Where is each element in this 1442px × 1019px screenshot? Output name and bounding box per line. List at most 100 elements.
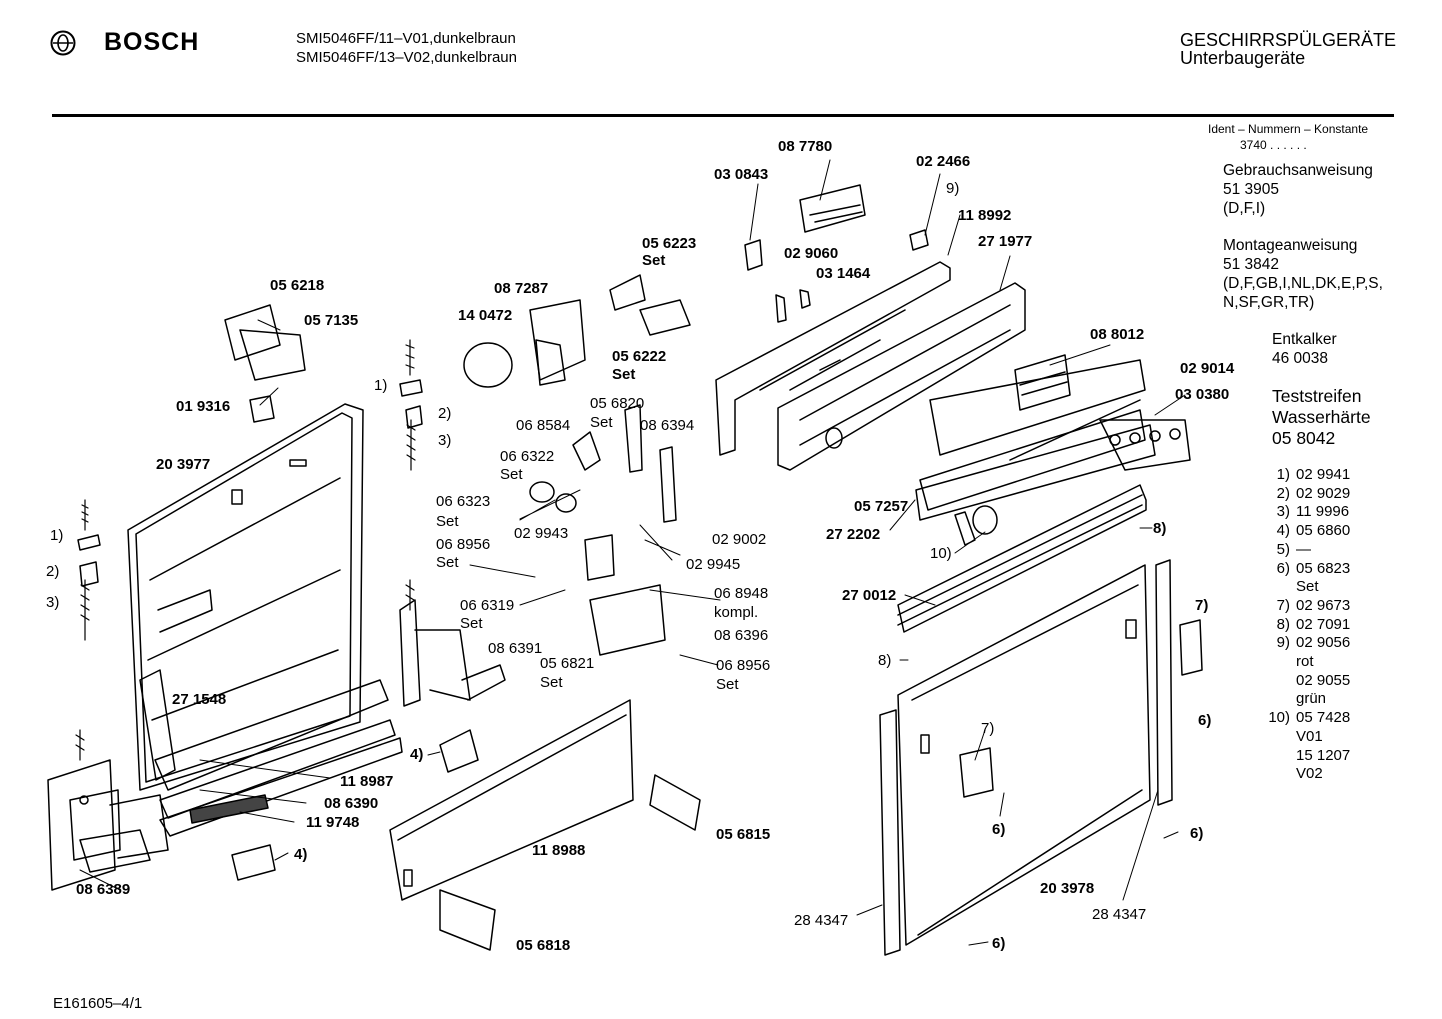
part-number-label: 27 0012 [842, 587, 897, 604]
part-number-label: 8) [878, 652, 892, 669]
legend-key: 3) [1276, 503, 1290, 521]
part-number-label: 08 6391 [488, 640, 543, 657]
part-number-label: 05 6821 [540, 655, 595, 672]
lever-05-6820 [624, 404, 643, 473]
part-number-label: 10) [930, 545, 952, 562]
part-number-label: 03 0843 [714, 166, 769, 183]
part-number-label: Set [716, 676, 739, 693]
part-number-label: kompl. [714, 604, 759, 621]
part-number-label: 20 3978 [1040, 880, 1095, 897]
legend-row: 10)05 7428 [1262, 709, 1350, 728]
control-panel-frame [715, 261, 951, 456]
legend-value: 02 9055 [1296, 671, 1351, 689]
legend-row: 6)05 6823 [1262, 559, 1351, 579]
foam-strip [189, 794, 269, 824]
part-number-label: 6) [1190, 825, 1204, 842]
legend-key: 8) [1276, 615, 1290, 633]
part-number-label: 02 9060 [784, 245, 839, 262]
part-number-label: 05 6218 [270, 277, 325, 294]
legend-value: 05 6823 [1296, 559, 1351, 577]
hinge-rail-left [439, 889, 496, 951]
legend-row: 4)05 6860 [1262, 522, 1351, 541]
part-number-label: 06 8956 [436, 536, 491, 553]
part-number-label: 3) [438, 432, 452, 449]
legend-row: 7)02 9673 [1262, 596, 1351, 616]
legend-key: 10) [1268, 709, 1290, 727]
legend-row: 2)02 9029 [1262, 484, 1351, 504]
legend-row: Set [1262, 578, 1319, 597]
dispenser-motor [463, 299, 586, 388]
part-number-label: 11 8987 [340, 773, 394, 790]
brand-name: BOSCH [104, 28, 200, 56]
part-number-label: 4) [294, 846, 308, 863]
legend-row: 15 1207 [1262, 747, 1350, 766]
part-number-label: 06 8956 [716, 657, 771, 674]
part-number-label: 08 7780 [778, 138, 833, 155]
legend-row: 3) 11 9996 [1262, 503, 1349, 522]
legend-value: — [1296, 540, 1311, 558]
part-number-label: 05 6222 [612, 348, 667, 365]
part-number-label: Set [590, 414, 613, 431]
legend-row: 1) 02 9941 [1262, 466, 1351, 485]
outer-door-panel [897, 564, 1151, 946]
part-number-label: 05 7257 [854, 498, 909, 515]
legend-value: 11 9996 [1296, 503, 1350, 521]
legend-value: 02 9941 [1296, 466, 1351, 483]
part-number-label: 1) [50, 527, 64, 544]
install-languages-1: (D,F,GB,I,NL,DK,E,P,S, [1223, 275, 1383, 292]
hinge-7b [959, 747, 994, 798]
part-number-label: 27 1548 [172, 691, 227, 708]
part-number-label: 06 8948 [714, 585, 769, 602]
terminal-block [799, 184, 866, 233]
hinge-assembly [47, 759, 169, 891]
lever-08-6394 [659, 446, 677, 523]
part-number-label: 05 6223 [642, 235, 697, 252]
legend-value: 02 7091 [1296, 615, 1351, 633]
part-number-label: 08 7287 [494, 280, 549, 297]
plinth-panel [389, 699, 634, 901]
leader-lines [79, 159, 1186, 946]
dispenser-lid [584, 534, 615, 581]
part-number-label: 11 8988 [532, 842, 586, 859]
model-line-2: SMI5046FF/13–V02,dunkelbraun [296, 49, 517, 66]
part-number-label: 28 4347 [1092, 906, 1147, 923]
hinge-rail-right [649, 774, 701, 831]
bracket-4 [439, 729, 479, 773]
part-number-label: 02 2466 [916, 153, 971, 170]
latch-bracket [224, 304, 306, 381]
legend-row: grün [1262, 690, 1326, 709]
part-number-label: 05 6820 [590, 395, 645, 412]
legend-key: 1) [1276, 466, 1290, 483]
manual-number: 51 3905 [1223, 181, 1280, 198]
legend-value: V02 [1296, 765, 1323, 783]
hinge-7 [1179, 619, 1203, 676]
category-title: GESCHIRRSPÜLGERÄTE [1180, 30, 1397, 50]
lamp-part [909, 229, 929, 251]
part-number-label: 7) [1195, 597, 1209, 614]
legend-value: rot [1296, 653, 1314, 670]
part-number-label: 08 6396 [714, 627, 769, 644]
part-number-label: Set [540, 674, 563, 691]
part-number-label: 02 9943 [514, 525, 569, 542]
part-number-label: 08 6390 [324, 795, 379, 812]
part-number-label: 06 6319 [460, 597, 515, 614]
side-trim-left [879, 709, 901, 956]
part-number-label: 06 6323 [436, 493, 491, 510]
part-number-label: Set [460, 615, 483, 632]
part-number-label: 01 9316 [176, 398, 231, 415]
part-number-label: 03 1464 [816, 265, 871, 282]
part-number-label: Set [436, 554, 459, 571]
teststrip-title: Teststreifen [1272, 386, 1362, 406]
part-number-label: 2) [46, 563, 60, 580]
part-number-label: 20 3977 [156, 456, 211, 473]
legend-key: 2) [1276, 484, 1290, 502]
install-languages-2: N,SF,GR,TR) [1223, 294, 1315, 311]
part-number-label: 06 6322 [500, 448, 555, 465]
legend-row: 8) 02 7091 [1262, 615, 1351, 635]
part-number-label: 3) [46, 594, 60, 611]
part-number-label: 27 1977 [978, 233, 1033, 250]
part-number-label: 4) [410, 746, 424, 763]
legend-key: 7) [1276, 596, 1290, 614]
legend-key: 9) [1276, 634, 1290, 652]
